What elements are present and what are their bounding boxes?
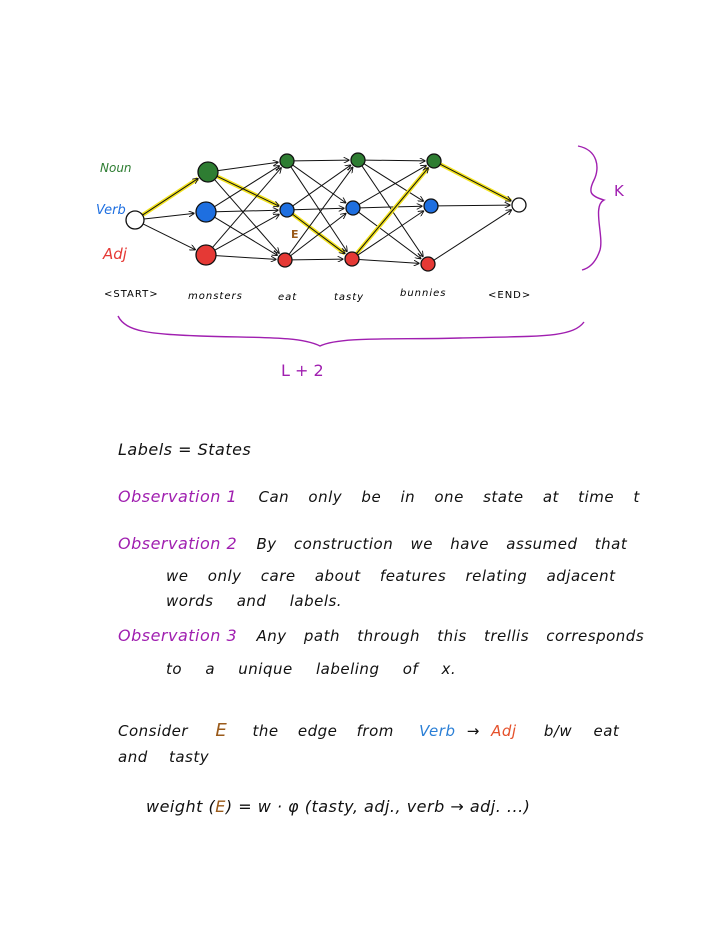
trellis-edge — [292, 164, 346, 203]
trellis-edge — [437, 205, 510, 206]
trellis-edge — [290, 213, 346, 257]
column-label-bunnies: bunnies — [400, 288, 447, 299]
trellis-nodes — [125, 152, 527, 272]
column-label-start: <START> — [104, 289, 159, 300]
edge-label-e: E — [291, 228, 299, 241]
trellis-edge — [359, 206, 422, 208]
k-label: K — [614, 182, 625, 200]
trellis-node-verb — [423, 198, 439, 214]
column-label-eat: eat — [278, 292, 297, 303]
trellis-edge — [217, 162, 278, 172]
row-label-adj: Adj — [102, 245, 128, 263]
trellis-edge — [293, 160, 349, 161]
trellis-node-noun — [426, 153, 442, 169]
trellis-edges — [141, 160, 512, 263]
trellis-edge — [363, 163, 423, 201]
trellis-node-noun — [197, 161, 219, 183]
row-label-verb: Verb — [96, 203, 126, 218]
trellis-node-adj — [344, 251, 360, 267]
trellis-node-end — [511, 197, 527, 213]
column-label-end: <END> — [488, 290, 531, 301]
length-label: L + 2 — [281, 361, 324, 380]
trellis-edge — [215, 210, 278, 212]
trellis-edge — [364, 160, 425, 161]
trellis-node-verb — [195, 201, 217, 223]
trellis-node-verb — [345, 200, 361, 216]
trellis-edge — [358, 166, 426, 205]
column-label-tasty: tasty — [334, 292, 364, 303]
length-brace — [117, 315, 585, 347]
trellis-edge — [215, 255, 276, 260]
trellis-edge — [357, 211, 424, 256]
trellis-edge — [291, 259, 343, 260]
trellis-edge — [292, 165, 351, 207]
k-brace — [577, 145, 606, 271]
trellis-edge — [214, 179, 279, 254]
trellis-edge — [293, 208, 344, 210]
row-label-noun: Noun — [100, 161, 132, 175]
trellis-edge — [142, 223, 195, 250]
trellis-edge — [433, 210, 512, 261]
trellis-edge — [439, 163, 511, 201]
trellis-node-verb — [279, 202, 295, 218]
trellis-node-noun — [350, 152, 366, 168]
trellis-edge — [214, 166, 279, 208]
trellis-node-adj — [195, 244, 217, 266]
trellis-edge — [358, 211, 421, 258]
trellis-edge — [142, 179, 198, 216]
trellis-edge — [358, 258, 419, 263]
trellis-edge — [214, 216, 278, 255]
trellis-node-adj — [277, 252, 293, 268]
trellis-node-noun — [279, 153, 295, 169]
column-label-monsters: monsters — [188, 291, 243, 302]
trellis-edge — [212, 168, 282, 248]
trellis-edge — [214, 214, 279, 251]
trellis-edge — [143, 213, 194, 220]
trellis-node-adj — [420, 256, 436, 272]
trellis-edge — [216, 175, 279, 206]
trellis-edge — [356, 168, 428, 254]
trellis-node-start — [125, 210, 145, 230]
trellis-edge — [288, 167, 353, 255]
